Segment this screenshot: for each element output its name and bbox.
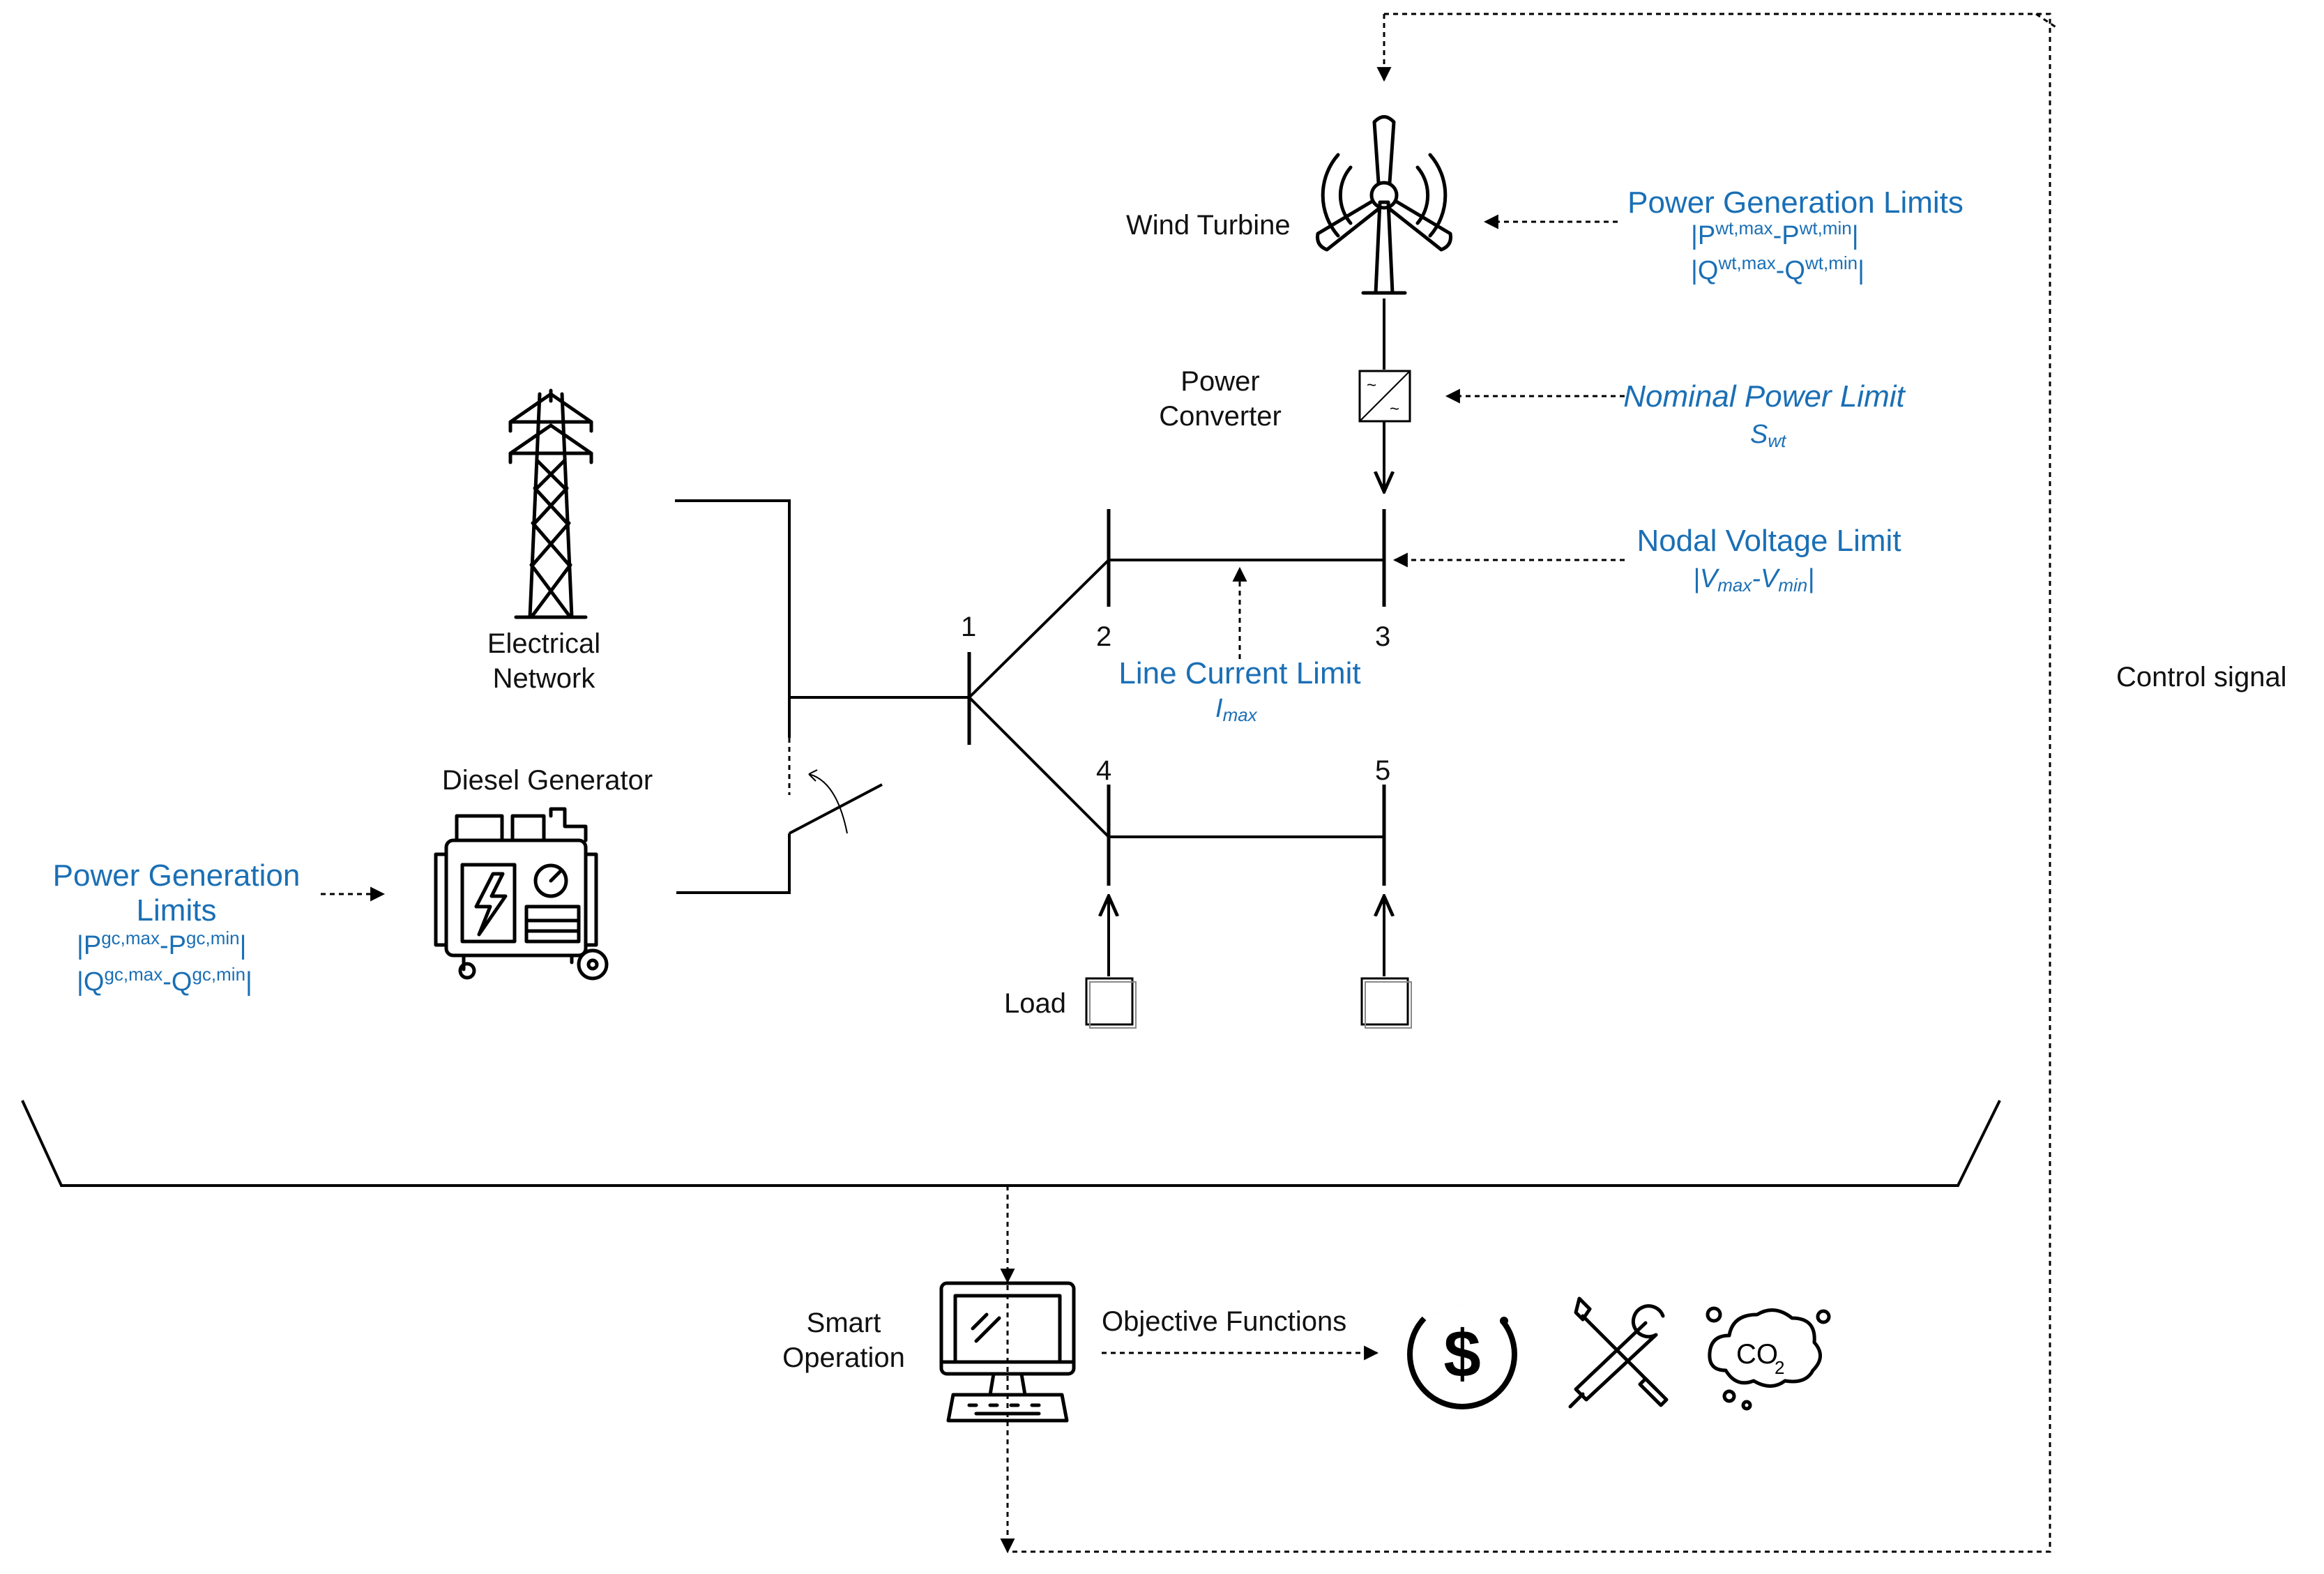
transmission-tower-icon xyxy=(508,388,593,619)
gen-power-limits: Power Generation Limits |Pgc,max-Pgc,min… xyxy=(53,858,301,997)
load-box-bus5 xyxy=(1360,977,1409,1026)
svg-text:2: 2 xyxy=(1775,1357,1784,1378)
svg-text:~: ~ xyxy=(1390,400,1399,418)
electrical-network-label-2: Network xyxy=(493,663,596,694)
bus-4-label: 4 xyxy=(1096,755,1111,786)
bus-2-label: 2 xyxy=(1096,621,1111,652)
electrical-network-label-1: Electrical xyxy=(487,628,600,659)
gen-p-limits: |Pgc,max-Pgc,min| xyxy=(77,928,246,960)
svg-text:~: ~ xyxy=(1367,376,1376,395)
nominal-power-symbol: Swt xyxy=(1750,420,1787,451)
wind-turbine-label: Wind Turbine xyxy=(1126,210,1291,241)
bus-3-label: 3 xyxy=(1375,621,1390,652)
nodal-voltage-title: Nodal Voltage Limit xyxy=(1636,524,1901,558)
bus-1-label: 1 xyxy=(961,612,976,642)
load-label: Load xyxy=(1004,988,1066,1019)
gen-power-title-2: Limits xyxy=(137,893,217,928)
load-box-bus4 xyxy=(1085,977,1134,1026)
system-bracket xyxy=(21,1100,2001,1187)
wt-power-limits-title: Power Generation Limits xyxy=(1627,186,1964,220)
wind-turbine-icon xyxy=(1316,115,1452,295)
control-signal-label: Control signal xyxy=(2116,662,2287,693)
objective-functions-label: Objective Functions xyxy=(1102,1306,1346,1337)
svg-text:$: $ xyxy=(1443,1317,1480,1391)
computer-icon xyxy=(939,1281,1076,1423)
nominal-power-title: Nominal Power Limit xyxy=(1623,379,1906,414)
smart-operation-label-2: Operation xyxy=(782,1342,905,1373)
wt-p-limits: |Pwt,max-Pwt,min| xyxy=(1691,218,1859,250)
power-converter-label-1: Power xyxy=(1180,366,1259,397)
switch-arc-arrow xyxy=(808,773,848,834)
cost-dollar-icon: $ xyxy=(1407,1298,1517,1409)
co2-emissions-icon: CO 2 xyxy=(1706,1306,1831,1411)
wt-q-limits: |Qwt,max-Qwt,min| xyxy=(1691,252,1864,285)
diesel-generator-label: Diesel Generator xyxy=(442,765,653,796)
wt-power-limits: Power Generation Limits |Pwt,max-Pwt,min… xyxy=(1627,186,1964,285)
nodal-voltage-symbol: |Vmax-Vmin| xyxy=(1693,564,1814,596)
power-converter-label-2: Converter xyxy=(1159,401,1282,432)
gen-power-title-1: Power Generation xyxy=(53,858,301,893)
power-converter-icon: ~ ~ xyxy=(1358,370,1411,423)
line-current-title: Line Current Limit xyxy=(1118,656,1360,690)
control-signal-loop xyxy=(1000,13,2058,1554)
gen-q-limits: |Qgc,max-Qgc,min| xyxy=(77,964,252,997)
bus-5-label: 5 xyxy=(1375,755,1390,786)
line-current-symbol: Imax xyxy=(1215,694,1258,725)
smart-operation-label-1: Smart xyxy=(807,1308,881,1338)
diesel-generator-icon xyxy=(434,807,609,981)
maintenance-tools-icon xyxy=(1568,1296,1669,1409)
network-wiring xyxy=(675,499,1384,976)
svg-text:CO: CO xyxy=(1736,1339,1778,1370)
